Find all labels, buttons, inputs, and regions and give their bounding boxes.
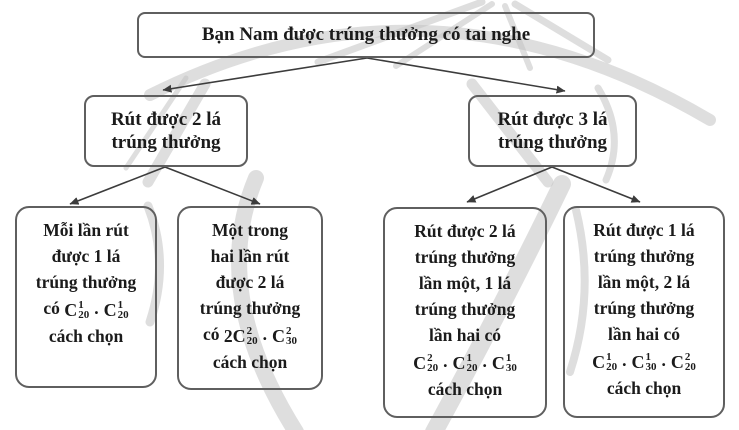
node-text-line: trúng thưởng (414, 247, 516, 267)
connector-branchright-to-leaf4 (551, 166, 641, 203)
node-text-line: cách chọn (606, 377, 682, 398)
node-text-line: Rút được 2 lá (414, 221, 516, 241)
node-text-line: trúng thưởng (593, 298, 695, 318)
multiplication-dot: . (262, 324, 268, 344)
node-text-line: được 2 lá (215, 272, 285, 292)
multiplication-dot: . (661, 350, 666, 370)
node-text-line: trúng thưởng (593, 246, 695, 266)
root-node: Bạn Nam được trúng thưởng có tai nghe (137, 12, 595, 58)
connector-branchleft-to-leaf2 (164, 166, 261, 205)
node-text-line: cách chọn (48, 325, 124, 346)
connector-root-to-branch-left (162, 57, 368, 93)
node-text-line: trúng thưởng (35, 272, 137, 292)
leaf-node-case-3: Rút được 2 lá trúng thưởng lần một, 1 lá tr… (383, 207, 547, 418)
connector-root-to-branch-right (366, 57, 566, 94)
multiplication-dot: . (622, 350, 627, 370)
node-text-line: trúng thưởng (414, 299, 516, 319)
node-text-line: cách chọn (212, 351, 288, 372)
node-text-line: cách chọn (427, 378, 503, 399)
leaf-node-case-2: Một trong hai lần rút được 2 lá trúng thưởn… (177, 206, 323, 390)
node-text-line: lần một, 1 lá (418, 273, 512, 293)
node-text-line: trúng thưởng (199, 298, 301, 318)
node-text-line: trúng thưởng (497, 132, 608, 153)
node-text-line: hai lần rút (210, 246, 290, 266)
node-text-line: lần hai có (429, 325, 501, 345)
multiplication-dot: . (443, 351, 448, 371)
node-text-line: Một trong (212, 220, 288, 240)
node-text-line: Rút được 1 lá (593, 220, 695, 240)
node-text-line: Rút được 2 lá (110, 109, 222, 130)
node-text-line: Bạn Nam được trúng thưởng có tai nghe (201, 24, 531, 45)
multiplication-dot: . (94, 298, 99, 318)
connector-branchright-to-leaf3 (466, 166, 553, 203)
node-text-line: được 1 lá (51, 246, 121, 266)
node-text-line: lần một, 2 lá (597, 272, 691, 292)
multiplication-dot: . (482, 351, 487, 371)
node-text-line: trúng thưởng (111, 132, 221, 153)
leaf-node-case-4: Rút được 1 lá trúng thưởng lần một, 2 lá tr… (563, 206, 725, 418)
node-text-line: lần hai có (608, 324, 680, 344)
node-text-line: Mỗi lần rút (43, 220, 129, 240)
connector-branchleft-to-leaf1 (69, 166, 166, 205)
node-text-line: Rút được 3 lá (497, 109, 608, 130)
